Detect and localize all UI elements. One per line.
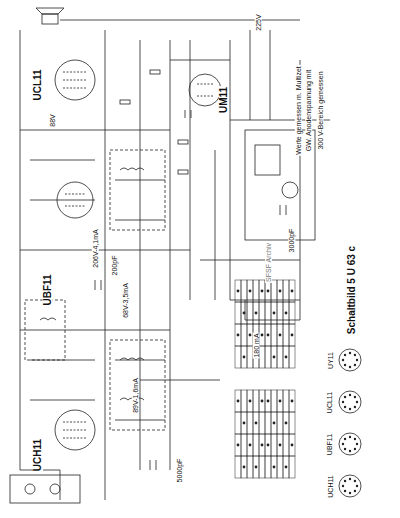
voltage-value: 206V-4,1mA	[92, 228, 99, 269]
wiring	[20, 20, 330, 500]
tube-symbols	[55, 60, 221, 450]
voltage-value: 89V-1,6mA	[131, 377, 138, 414]
loudspeaker	[36, 8, 64, 24]
note: Werte gemessen m. Multizet	[294, 65, 301, 156]
tube-name: UCH11	[33, 438, 43, 472]
capacitor-value: 200pF	[111, 254, 118, 276]
power-section	[245, 130, 315, 320]
tube-pin-tables	[235, 280, 295, 478]
tube-name: UCL11	[33, 68, 43, 101]
socket-name: UY11	[327, 351, 334, 370]
diagram-title: Schaltbild 5 U 63 c	[347, 245, 357, 335]
watermark: SFSF Archiv	[265, 242, 272, 283]
tube-name: UM11	[219, 86, 229, 114]
note: 300 V-Bereich gemessen	[317, 70, 324, 150]
socket-name: UBF11	[327, 432, 334, 455]
capacitor-value: 3000pF	[289, 227, 296, 253]
voltage-value: 225V	[254, 13, 261, 31]
capacitor-value: 5000pF	[177, 457, 184, 483]
current-value: 180 mA	[253, 332, 260, 358]
tube-name: UBF11	[43, 273, 53, 306]
note: GW. Anodenspannung mit	[306, 68, 313, 151]
wave-switch	[10, 475, 80, 503]
socket-name: UCH11	[327, 474, 334, 498]
tube-sockets	[339, 349, 361, 497]
voltage-value: 68V-3,5mA	[121, 282, 128, 319]
socket-name: UCL11	[327, 390, 334, 413]
voltage-value: 88V	[49, 113, 56, 127]
